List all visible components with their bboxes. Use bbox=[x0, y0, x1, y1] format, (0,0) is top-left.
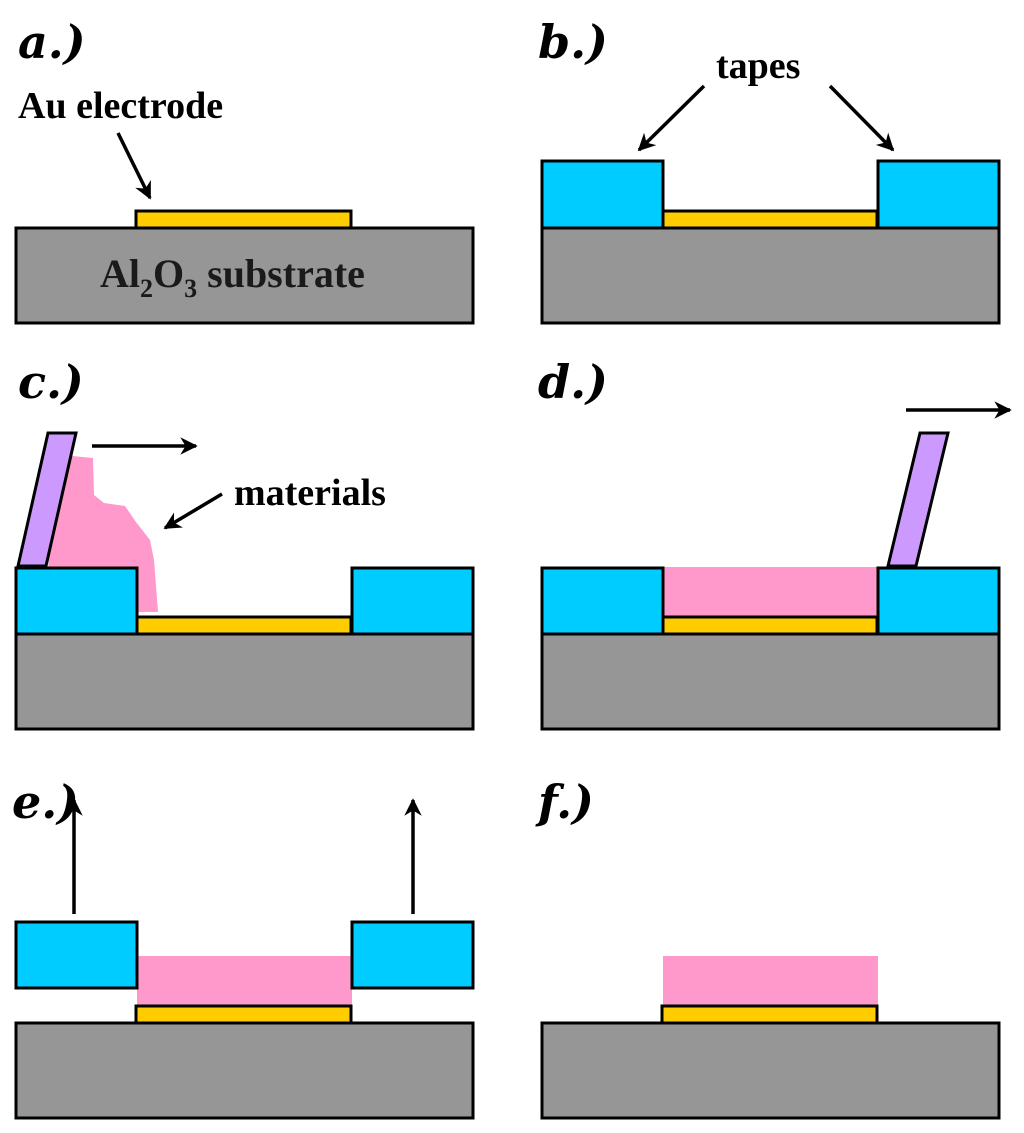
au-electrode bbox=[660, 1004, 879, 1025]
tapes-callout: tapes bbox=[716, 45, 800, 87]
materials-arrow bbox=[163, 492, 223, 530]
tape-left bbox=[540, 566, 665, 636]
material-layer bbox=[663, 956, 878, 1006]
panel-d-label: d.) bbox=[538, 355, 608, 409]
tape-right bbox=[876, 159, 1001, 230]
electrode-callout: Au electrode bbox=[18, 85, 223, 127]
substrate-label: Al2O3 substrate bbox=[100, 251, 365, 303]
tape-left bbox=[540, 159, 665, 230]
squeegee bbox=[16, 431, 78, 568]
au-electrode bbox=[660, 209, 879, 230]
panel-c-label: c.) bbox=[18, 355, 84, 409]
tape-right bbox=[876, 566, 1001, 636]
substrate bbox=[540, 1021, 1001, 1120]
materials-callout: materials bbox=[234, 472, 386, 514]
panel-b: b.) tapes bbox=[538, 15, 1001, 325]
tape-left bbox=[14, 566, 139, 636]
substrate bbox=[540, 632, 1001, 731]
panel-c: c.) materials bbox=[14, 355, 475, 731]
substrate bbox=[14, 632, 475, 731]
tape-left bbox=[14, 920, 139, 990]
panel-f: f.) bbox=[535, 775, 1001, 1120]
squeegee bbox=[886, 431, 950, 568]
au-electrode bbox=[660, 615, 879, 636]
panel-e-label: e.) bbox=[12, 775, 79, 829]
material-layer bbox=[137, 956, 352, 1006]
au-electrode bbox=[134, 1004, 353, 1025]
panel-a: a.) Au electrode Al2O3 substrate bbox=[14, 15, 475, 325]
panel-d: d.) bbox=[538, 355, 1012, 731]
tape-right bbox=[350, 566, 475, 636]
panel-e: e.) bbox=[12, 775, 475, 1120]
panel-a-label: a.) bbox=[18, 15, 86, 69]
substrate bbox=[540, 226, 1001, 325]
substrate bbox=[14, 226, 475, 325]
panel-b-label: b.) bbox=[538, 15, 608, 69]
tape-arrow-right bbox=[828, 84, 895, 152]
material-layer bbox=[663, 567, 878, 617]
substrate bbox=[14, 1021, 475, 1120]
electrode-arrow bbox=[116, 132, 152, 200]
tape-right bbox=[350, 920, 475, 990]
panel-f-label: f.) bbox=[535, 775, 594, 829]
tape-arrow-left bbox=[637, 84, 706, 152]
au-electrode bbox=[134, 209, 353, 230]
material-paste bbox=[48, 455, 158, 612]
au-electrode bbox=[134, 615, 353, 636]
